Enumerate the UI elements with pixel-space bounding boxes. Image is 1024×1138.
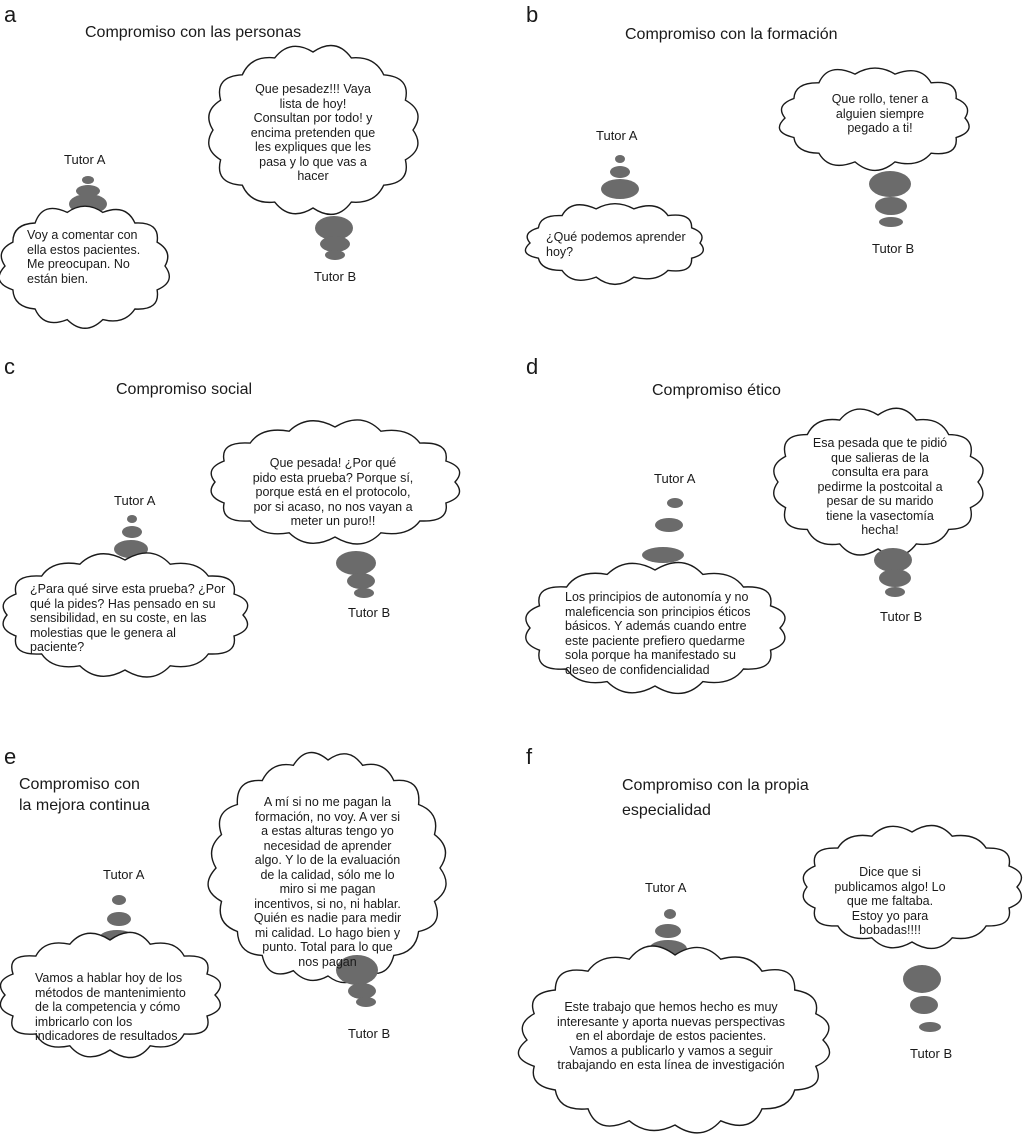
panel-d-tutor-b-thought-stone-2 [879, 569, 911, 587]
panel-b-title: Compromiso con la formación [625, 26, 838, 43]
panel-f-title-line1: Compromiso con la propia [622, 777, 809, 794]
panel-f-title-line2: especialidad [622, 802, 711, 819]
panel-b-tutor-b-text: Que rollo, tener a alguien siempre pegad… [831, 92, 929, 135]
panel-a-tutor-b-thought-stone-3 [325, 250, 345, 260]
panel-f-tutor-b-label: Tutor B [910, 1046, 953, 1061]
panel-e-tutor-a-thought-stone-2 [107, 912, 131, 926]
panel-c-tutor-a-bubble [2, 552, 249, 678]
panel-a-tutor-b-thought-stone-2 [320, 236, 350, 252]
panel-b-tutor-b-bubble [778, 67, 970, 172]
panel-c-tutor-b-thought-stone-2 [347, 573, 375, 589]
panel-b-tutor-b-thought-stone-3 [879, 217, 903, 227]
panel-d-tutor-a-label: Tutor A [654, 471, 696, 486]
panel-e-letter: e [4, 744, 17, 769]
panel-b-tutor-b-thought-stone-1 [869, 171, 911, 197]
panel-e-tutor-b-label: Tutor B [348, 1026, 391, 1041]
panel-e-tutor-b-thought-stone-1 [336, 955, 378, 985]
panel-a-tutor-a-thought-stone-2 [76, 185, 100, 197]
panel-f-tutor-b-thought-stone-1 [903, 965, 941, 993]
panel-c-tutor-b-thought-stone-1 [336, 551, 376, 575]
panel-e-title-line1: Compromiso con [19, 776, 140, 793]
panel-d-tutor-a-text: Los principios de autonomía y no malefic… [565, 590, 751, 677]
panel-f-tutor-a-bubble [517, 945, 831, 1134]
panel-f-tutor-a-label: Tutor A [645, 880, 687, 895]
panel-a-tutor-a-text: Voy a comentar con ella estos pacientes.… [27, 228, 141, 286]
panel-a-tutor-a-bubble [0, 205, 171, 329]
panel-d-tutor-b-bubble [773, 407, 984, 557]
panel-d-tutor-a-thought-stone-1 [667, 498, 683, 508]
panel-b-tutor-a-thought-stone-3 [601, 179, 639, 199]
panel-f-tutor-b-thought-stone-2 [910, 996, 938, 1014]
panel-c-tutor-a-thought-stone-1 [127, 515, 137, 523]
panel-a-title: Compromiso con las personas [85, 24, 302, 41]
panel-c-title: Compromiso social [116, 381, 253, 398]
panel-d-tutor-b-label: Tutor B [880, 609, 923, 624]
panel-e-tutor-b-bubble [207, 751, 447, 984]
panel-e-tutor-b-text: A mí si no me pagan la formación, no voy… [253, 795, 402, 969]
panel-f-tutor-a-thought-stone-2 [655, 924, 681, 938]
panel-a-tutor-b-text: Que pesadez!!! Vaya lista de hoy! Consul… [250, 82, 376, 183]
panel-d-tutor-b-thought-stone-3 [885, 587, 905, 597]
panel-c-tutor-a-text: ¿Para qué sirve esta prueba? ¿Por qué la… [30, 582, 226, 654]
panel-e-tutor-b-thought-stone-2 [348, 983, 376, 999]
panel-d-title: Compromiso ético [652, 382, 781, 399]
panel-f-tutor-b-text: Dice que si publicamos algo! Lo que me f… [834, 865, 946, 937]
panel-c-tutor-b-text: Que pesada! ¿Por qué pido esta prueba? P… [252, 456, 414, 528]
panel-e-tutor-a-bubble [0, 931, 222, 1059]
panel-b-tutor-a-text: ¿Qué podemos aprender hoy? [546, 230, 686, 259]
panel-e-tutor-a-text: Vamos a hablar hoy de los métodos de man… [35, 971, 186, 1043]
panel-c-tutor-a-thought-stone-2 [122, 526, 142, 538]
panel-d-tutor-a-thought-stone-2 [655, 518, 683, 532]
panel-e-tutor-a-thought-stone-1 [112, 895, 126, 905]
panel-c-tutor-a-label: Tutor A [114, 493, 156, 508]
panel-c-tutor-b-thought-stone-3 [354, 588, 374, 598]
panel-d-tutor-b-thought-stone-1 [874, 548, 912, 572]
panel-d-tutor-b-text: Esa pesada que te pidió que salieras de … [812, 436, 948, 537]
panel-f-tutor-a-thought-stone-1 [664, 909, 676, 919]
panel-f-tutor-a-text: Este trabajo que hemos hecho es muy inte… [557, 1000, 785, 1072]
panel-a-letter: a [4, 2, 17, 27]
panel-c-letter: c [4, 354, 15, 379]
panel-a-tutor-b-thought-stone-1 [315, 216, 353, 240]
panel-b-tutor-a-thought-stone-2 [610, 166, 630, 178]
panel-b-tutor-b-label: Tutor B [872, 241, 915, 256]
panel-e-title-line2: la mejora continua [19, 797, 150, 814]
panel-b-tutor-b-thought-stone-2 [875, 197, 907, 215]
panel-a-tutor-b-label: Tutor B [314, 269, 357, 284]
panel-b-tutor-a-label: Tutor A [596, 128, 638, 143]
panel-c-tutor-b-label: Tutor B [348, 605, 391, 620]
panel-b-letter: b [526, 2, 539, 27]
panel-e-tutor-b-thought-stone-3 [356, 997, 376, 1007]
panel-b-tutor-a-thought-stone-1 [615, 155, 625, 163]
panel-a-tutor-b-bubble [208, 44, 419, 216]
panel-d-letter: d [526, 354, 539, 379]
panel-e-tutor-a-label: Tutor A [103, 867, 145, 882]
panel-a-tutor-a-thought-stone-1 [82, 176, 94, 184]
panel-f-letter: f [526, 744, 533, 769]
panel-d-tutor-a-thought-stone-3 [642, 547, 684, 563]
panel-c-tutor-b-bubble [210, 419, 461, 545]
panel-d-tutor-a-bubble [525, 561, 786, 694]
panel-b-tutor-a-bubble [524, 203, 705, 286]
panel-f-tutor-b-bubble [802, 824, 1023, 950]
panel-a-tutor-a-label: Tutor A [64, 152, 106, 167]
panel-f-tutor-b-thought-stone-3 [919, 1022, 941, 1032]
